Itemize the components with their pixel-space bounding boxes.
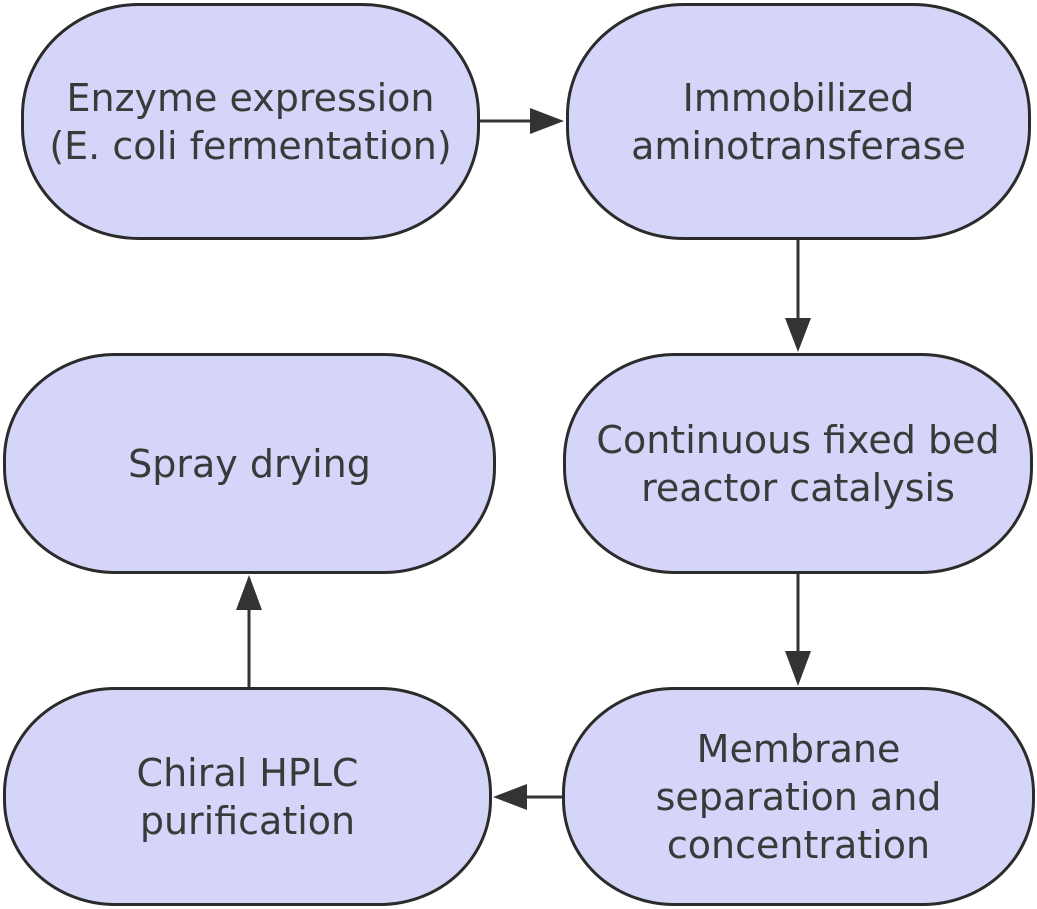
node-label-line: (E. coli fermentation) xyxy=(49,123,452,168)
node-label-line: Chiral HPLC xyxy=(136,750,359,795)
node-enzyme-expression: Enzyme expression (E. coli fermentation) xyxy=(21,3,480,240)
arrowhead-immobilized-to-continuous xyxy=(785,318,811,352)
node-spray-drying: Spray drying xyxy=(3,353,496,574)
arrowhead-enzyme-to-immobilized xyxy=(530,108,564,134)
node-immobilized-aminotransferase: Immobilized aminotransferase xyxy=(566,3,1031,240)
node-label-line: aminotransferase xyxy=(631,123,966,168)
node-label-line: Enzyme expression xyxy=(66,75,435,120)
node-label-line: purification xyxy=(139,798,356,843)
node-label-line: concentration xyxy=(666,822,931,867)
node-chiral-hplc: Chiral HPLC purification xyxy=(3,687,492,906)
node-label-line: Immobilized xyxy=(682,75,915,120)
arrowhead-continuous-to-membrane xyxy=(785,651,811,686)
node-label-line: Spray drying xyxy=(128,441,371,486)
node-continuous-fixed-bed: Continuous fixed bed reactor catalysis xyxy=(563,353,1033,574)
node-membrane-separation: Membrane separation and concentration xyxy=(562,687,1035,906)
node-label-line: separation and xyxy=(655,774,942,819)
node-label-line: reactor catalysis xyxy=(641,465,955,510)
arrowhead-chiral-to-spray xyxy=(236,575,262,610)
arrowhead-membrane-to-chiral xyxy=(493,784,527,810)
node-label-line: Membrane xyxy=(696,726,901,771)
node-label-line: Continuous fixed bed xyxy=(596,417,1000,462)
